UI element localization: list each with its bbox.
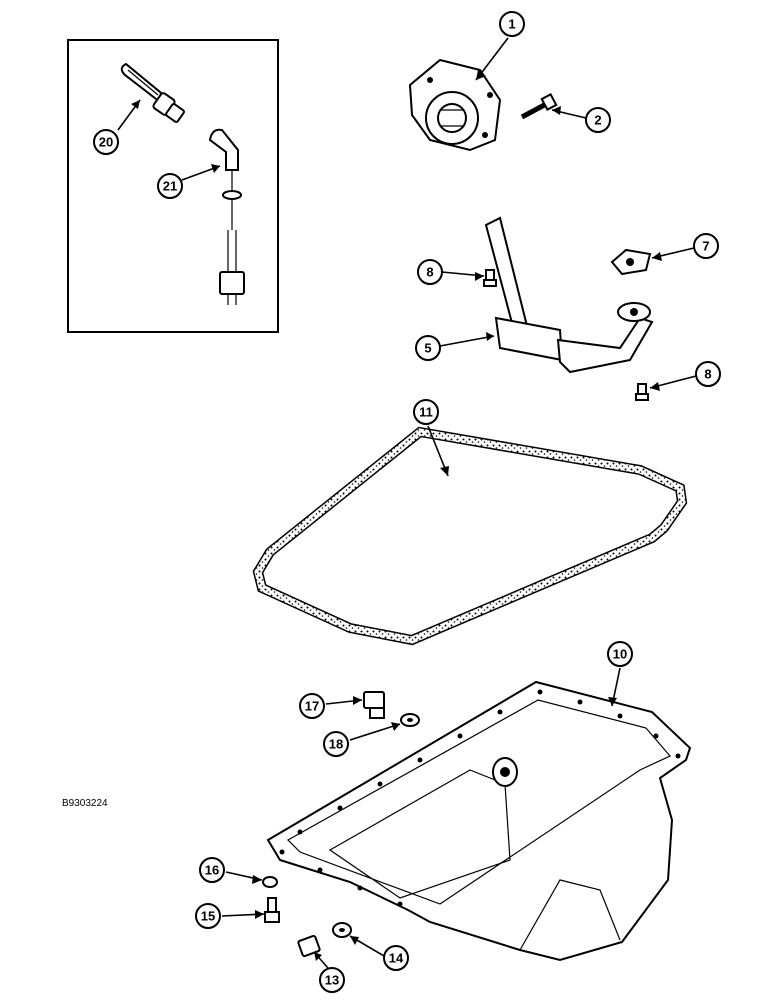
- part-14-washer: [332, 922, 352, 938]
- callout-20: 20: [93, 129, 119, 155]
- svg-text:20: 20: [99, 135, 113, 150]
- callout-8-upper: 8: [417, 259, 443, 285]
- callout-17: 17: [299, 693, 325, 719]
- svg-text:18: 18: [329, 737, 343, 752]
- callout-2: 2: [585, 107, 611, 133]
- callout-15: 15: [195, 903, 221, 929]
- figure-code: B9303224: [62, 798, 108, 809]
- part-1-oil-pump: [408, 58, 502, 152]
- svg-text:17: 17: [305, 699, 319, 714]
- part-21-sender-wire: [208, 128, 245, 305]
- part-11-oil-pan-gasket: [252, 426, 688, 646]
- part-15-bolt: [264, 897, 280, 923]
- callout-14: 14: [383, 945, 409, 971]
- svg-text:8: 8: [704, 367, 711, 382]
- callout-7: 7: [693, 233, 719, 259]
- svg-text:5: 5: [424, 341, 431, 356]
- part-18-washer: [400, 713, 420, 727]
- svg-text:8: 8: [426, 265, 433, 280]
- part-16-washer: [262, 876, 278, 888]
- svg-text:7: 7: [702, 239, 709, 254]
- part-8-screw-lower: [635, 383, 649, 401]
- svg-text:21: 21: [163, 179, 177, 194]
- part-20-heater-element: [120, 62, 185, 123]
- part-10-oil-pan: [266, 680, 692, 962]
- svg-text:14: 14: [389, 951, 404, 966]
- callout-10: 10: [607, 641, 633, 667]
- svg-text:13: 13: [325, 973, 339, 988]
- callout-11: 11: [413, 399, 439, 425]
- callout-18: 18: [323, 731, 349, 757]
- part-8-screw-upper: [483, 269, 497, 287]
- part-5-oil-pickup-tube: [484, 216, 654, 374]
- svg-text:10: 10: [613, 647, 627, 662]
- part-7-pickup-gasket: [610, 248, 652, 276]
- callout-21: 21: [157, 173, 183, 199]
- svg-text:15: 15: [201, 909, 215, 924]
- svg-text:2: 2: [594, 113, 601, 128]
- callout-8-lower: 8: [695, 361, 721, 387]
- leader-lines: [117, 37, 697, 969]
- part-2-bolt: [520, 93, 558, 120]
- svg-text:1: 1: [508, 17, 515, 32]
- part-17-drain-plug: [363, 691, 385, 719]
- svg-text:16: 16: [205, 863, 219, 878]
- part-13-plug: [297, 934, 321, 958]
- callout-1: 1: [499, 11, 525, 37]
- callout-16: 16: [199, 857, 225, 883]
- callout-5: 5: [415, 335, 441, 361]
- svg-text:11: 11: [419, 405, 433, 420]
- callout-13: 13: [319, 967, 345, 993]
- inset-box: [67, 39, 279, 333]
